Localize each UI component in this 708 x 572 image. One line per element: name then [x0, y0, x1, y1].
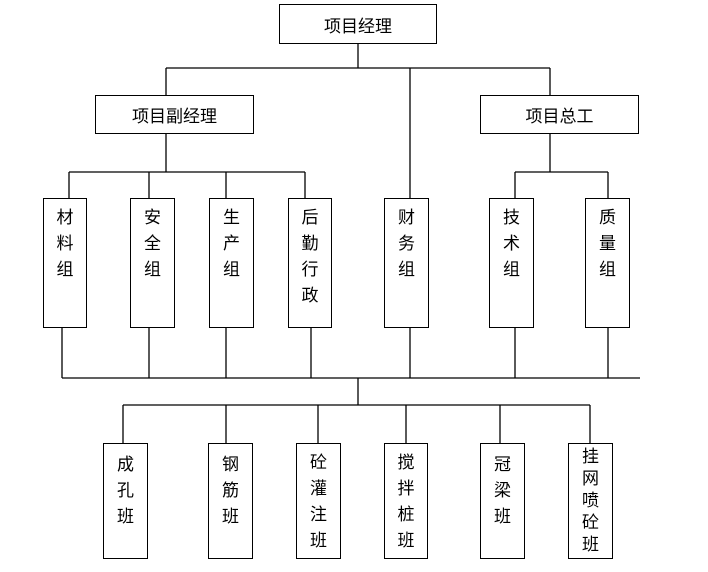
node-char: 料 [56, 234, 74, 254]
node-char: 钢 [222, 455, 239, 475]
node-label: 项目副经理 [132, 107, 217, 127]
node-char: 政 [301, 286, 319, 306]
node-char: 成 [117, 455, 134, 475]
node-char: 桩 [397, 505, 415, 525]
node-team-concrete-pour: 砼 灌 注 班 [296, 443, 341, 559]
node-chief-engineer: 项目总工 [480, 95, 639, 134]
node-deputy-manager: 项目副经理 [95, 95, 254, 134]
node-char: 班 [310, 531, 327, 551]
node-char: 砼 [582, 513, 599, 533]
node-group-safety: 安 全 组 [130, 198, 175, 328]
node-char: 务 [398, 234, 415, 254]
node-group-materials: 材 料 组 [43, 198, 87, 328]
node-char: 班 [397, 531, 415, 551]
node-char: 班 [117, 507, 134, 527]
node-char: 技 [503, 208, 520, 228]
node-char: 产 [223, 234, 240, 254]
node-char: 组 [398, 260, 415, 280]
node-char: 安 [144, 208, 161, 228]
node-char: 财 [398, 208, 415, 228]
node-char: 组 [503, 260, 520, 280]
node-char: 喷 [582, 491, 599, 511]
node-char: 生 [223, 208, 240, 228]
node-team-mixing-pile: 搅 拌 桩 班 [384, 443, 428, 559]
node-char: 组 [599, 260, 616, 280]
node-char: 注 [310, 505, 327, 525]
node-char: 筋 [222, 481, 239, 501]
node-char: 后 [301, 208, 319, 228]
node-char: 组 [56, 260, 74, 280]
node-char: 挂 [582, 447, 599, 467]
node-char: 灌 [310, 479, 327, 499]
node-char: 行 [301, 260, 319, 280]
node-label: 项目经理 [324, 16, 392, 37]
node-char: 量 [599, 234, 616, 254]
node-char: 砼 [310, 453, 327, 473]
node-label: 项目总工 [525, 107, 594, 127]
node-char: 全 [144, 234, 161, 254]
node-team-shotcrete: 挂 网 喷 砼 班 [568, 443, 613, 559]
node-group-production: 生 产 组 [209, 198, 254, 328]
node-group-technical: 技 术 组 [489, 198, 534, 328]
node-char: 班 [582, 535, 599, 555]
node-char: 梁 [494, 481, 511, 501]
node-char: 搅 [397, 453, 415, 473]
node-team-rebar: 钢 筋 班 [208, 443, 253, 559]
node-char: 组 [223, 260, 240, 280]
node-char: 勤 [301, 234, 319, 254]
node-char: 冠 [494, 455, 511, 475]
node-char: 材 [56, 208, 74, 228]
node-char: 班 [494, 507, 511, 527]
node-group-logistics: 后 勤 行 政 [288, 198, 332, 328]
node-char: 网 [582, 469, 599, 489]
node-team-boring: 成 孔 班 [103, 443, 148, 559]
node-char: 孔 [117, 481, 134, 501]
node-group-quality: 质 量 组 [585, 198, 630, 328]
node-team-crown-beam: 冠 梁 班 [480, 443, 525, 559]
node-char: 班 [222, 507, 239, 527]
node-project-manager: 项目经理 [279, 4, 437, 44]
node-char: 组 [144, 260, 161, 280]
node-char: 拌 [397, 479, 415, 499]
node-char: 质 [599, 208, 616, 228]
node-group-finance: 财 务 组 [384, 198, 429, 328]
node-char: 术 [503, 234, 520, 254]
